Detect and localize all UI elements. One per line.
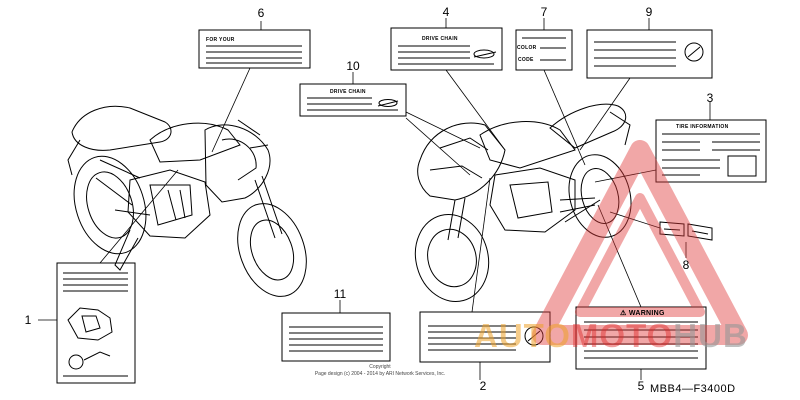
label-3-box (655, 119, 767, 183)
label-10-title: DRIVE CHAIN (330, 89, 366, 95)
label-1-box (56, 262, 136, 384)
callout-3: 3 (706, 91, 714, 105)
callout-6: 6 (257, 6, 265, 20)
label-4-box (390, 27, 503, 71)
label-2-box (419, 311, 551, 363)
label-11-box (281, 312, 391, 362)
callout-10: 10 (346, 59, 360, 73)
callout-8: 8 (682, 258, 690, 272)
callout-9: 9 (645, 5, 653, 19)
leader-lines (38, 18, 711, 380)
watermark-hub: HUB (673, 317, 748, 354)
label-7-code: CODE (518, 57, 534, 63)
right-motorcycle (414, 103, 632, 303)
copyright-line-1: Copyright (369, 364, 391, 370)
left-motorcycle (67, 105, 307, 297)
label-6-title: FOR YOUR (206, 37, 235, 43)
label-5-warning: ⚠ WARNING (620, 310, 665, 317)
diagram-code: MBB4—F3400D (650, 383, 736, 395)
watermark-text: AUTOMOTOHUB (474, 318, 748, 354)
label-7-color: COLOR (517, 45, 537, 51)
watermark-auto: AUTO (474, 317, 571, 354)
label-6-box (198, 29, 311, 69)
label-9-box (586, 29, 713, 79)
copyright-notice: Copyright Page design (c) 2004 - 2014 by… (300, 364, 460, 378)
callout-7: 7 (540, 5, 548, 19)
label-8-box (659, 221, 713, 241)
callout-5: 5 (637, 379, 645, 393)
callout-4: 4 (442, 5, 450, 19)
watermark-logo (532, 140, 748, 345)
label-4-title: DRIVE CHAIN (422, 36, 458, 42)
callout-1: 1 (24, 313, 32, 327)
copyright-line-2: Page design (c) 2004 - 2014 by ARI Netwo… (314, 371, 446, 377)
label-3-title: TIRE INFORMATION (676, 124, 729, 130)
callout-11: 11 (333, 287, 347, 301)
callout-2: 2 (479, 379, 487, 393)
watermark-moto: MOTO (570, 317, 674, 354)
